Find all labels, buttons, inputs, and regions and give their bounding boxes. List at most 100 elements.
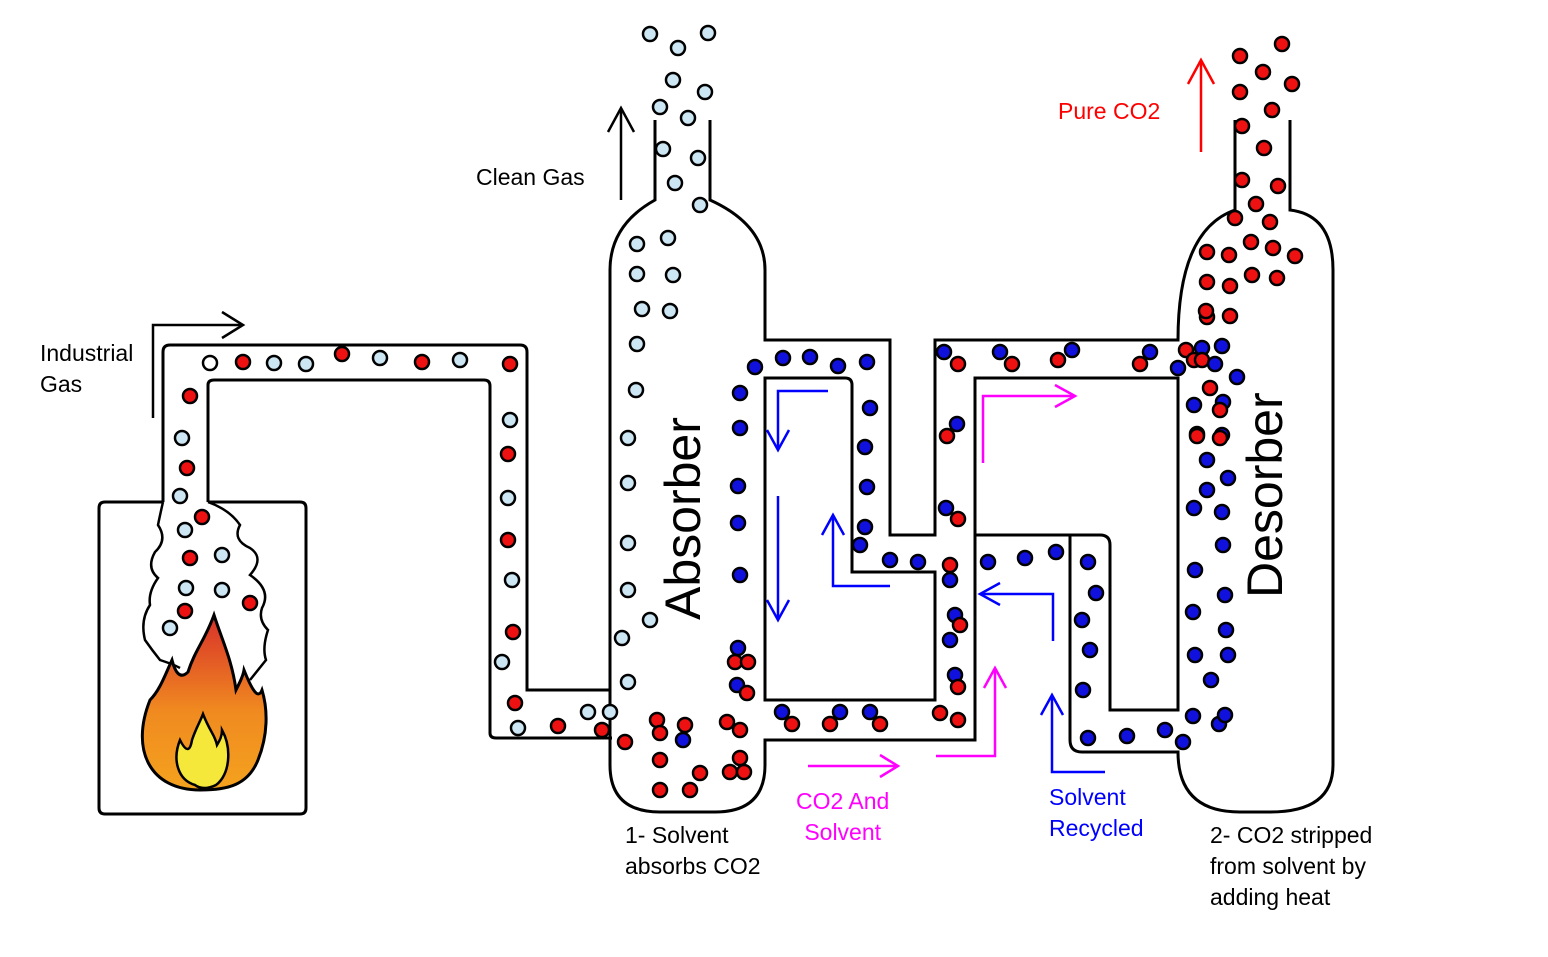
solvent-particle (1186, 561, 1204, 579)
co2-particle (783, 715, 801, 733)
clean-gas-particle (177, 579, 195, 597)
co2-particle (1268, 269, 1286, 287)
clean-gas-particle (176, 521, 194, 539)
co2-particle (1242, 233, 1260, 251)
clean-gas-particle (601, 703, 619, 721)
flue-duct-inner (206, 378, 612, 740)
solvent-particle (773, 703, 791, 721)
co2-particle (1263, 101, 1281, 119)
co2-particle (871, 715, 889, 733)
clean-gas-particle (664, 266, 682, 284)
pure-co2-label: Pure CO2 (1058, 98, 1161, 124)
clean-gas-particle (669, 39, 687, 57)
clean-gas-particle (619, 474, 637, 492)
clean-gas-particle (651, 98, 669, 116)
co2-particle (1255, 139, 1273, 157)
solvent-particle (1219, 646, 1237, 664)
solvent-particle (1118, 727, 1136, 745)
solvent-particle (731, 384, 749, 402)
solvent-particle (941, 571, 959, 589)
solvent-flow-arrows (765, 389, 1105, 774)
co2-particle (506, 694, 524, 712)
co2-particle (234, 353, 252, 371)
solvent-recycled-label: Solvent Recycled (1049, 784, 1144, 841)
solvent-particle (674, 731, 692, 749)
co2-particle (176, 602, 194, 620)
clean-gas-particle (171, 487, 189, 505)
clean-gas-particle (503, 571, 521, 589)
flue-duct-outer (161, 343, 610, 692)
solvent-particle (1198, 451, 1216, 469)
clean-gas-particle (654, 140, 672, 158)
co2-particle (241, 594, 259, 612)
clean-gas-particle (696, 83, 714, 101)
co2-particle (1283, 75, 1301, 93)
solvent-particle (1184, 707, 1202, 725)
co2-particle (178, 459, 196, 477)
co2-particle (691, 764, 709, 782)
solvent-particle (774, 349, 792, 367)
co2-particle (738, 684, 756, 702)
co2-particle (1286, 247, 1304, 265)
co2-particle (931, 704, 949, 722)
co2-particle (499, 445, 517, 463)
clean-gas-particle (661, 302, 679, 320)
solvent-particle (729, 514, 747, 532)
co2-particle (1233, 171, 1251, 189)
co2-particle (1261, 213, 1279, 231)
solvent-particle (858, 353, 876, 371)
step2-label: 2- CO2 stripped from solvent by adding h… (1210, 822, 1373, 910)
co2-particle (651, 751, 669, 769)
clean-gas-particle (579, 703, 597, 721)
clean-gas-particle (619, 581, 637, 599)
clean-gas-particle (689, 149, 707, 167)
solvent-particle (1047, 543, 1065, 561)
solvent-particle (1185, 499, 1203, 517)
solvent-particle (856, 518, 874, 536)
furnace-box (97, 500, 308, 816)
clean-gas-particle (201, 354, 219, 372)
solvent-particle (1219, 469, 1237, 487)
co2-solvent-label: CO2 And Solvent (796, 788, 890, 845)
clean-gas-label: Clean Gas (476, 164, 585, 190)
clean-gas-particle (173, 429, 191, 447)
co2-particle (1247, 195, 1265, 213)
solvent-particle (1141, 343, 1159, 361)
solvent-particle (856, 438, 874, 456)
solvent-particle (1186, 646, 1204, 664)
solvent-particle (1206, 355, 1224, 373)
solvent-particle (801, 348, 819, 366)
solvent-particle (1087, 584, 1105, 602)
clean-gas-particle (161, 619, 179, 637)
solvent-particle (1079, 553, 1097, 571)
co2-particle (731, 749, 749, 767)
co2-particle (1221, 307, 1239, 325)
clean-gas-particle (509, 719, 527, 737)
solvent-particle (1213, 503, 1231, 521)
clean-gas-particle (619, 534, 637, 552)
solvent-particle (1213, 337, 1231, 355)
clean-gas-particle (664, 71, 682, 89)
clean-gas-particle (501, 411, 519, 429)
solvent-particle (731, 419, 749, 437)
absorber-label: Absorber (655, 417, 711, 620)
solvent-particle (941, 631, 959, 649)
co2-particle (718, 713, 736, 731)
co2-particle (1211, 429, 1229, 447)
solvent-particle (1184, 603, 1202, 621)
solvent-particle (1063, 341, 1081, 359)
solvent-particle (729, 639, 747, 657)
clean-gas-particle (613, 629, 631, 647)
co2-particle (938, 427, 956, 445)
clean-gas-particle (679, 109, 697, 127)
flame-icon (140, 610, 268, 792)
solvent-particle (1156, 721, 1174, 739)
co2-particle (181, 387, 199, 405)
solvent-particle (1169, 359, 1187, 377)
co2-particle (1233, 117, 1251, 135)
clean-gas-particle (213, 581, 231, 599)
co2-particle (1201, 379, 1219, 397)
particles (161, 24, 1304, 799)
clean-gas-particle (628, 265, 646, 283)
